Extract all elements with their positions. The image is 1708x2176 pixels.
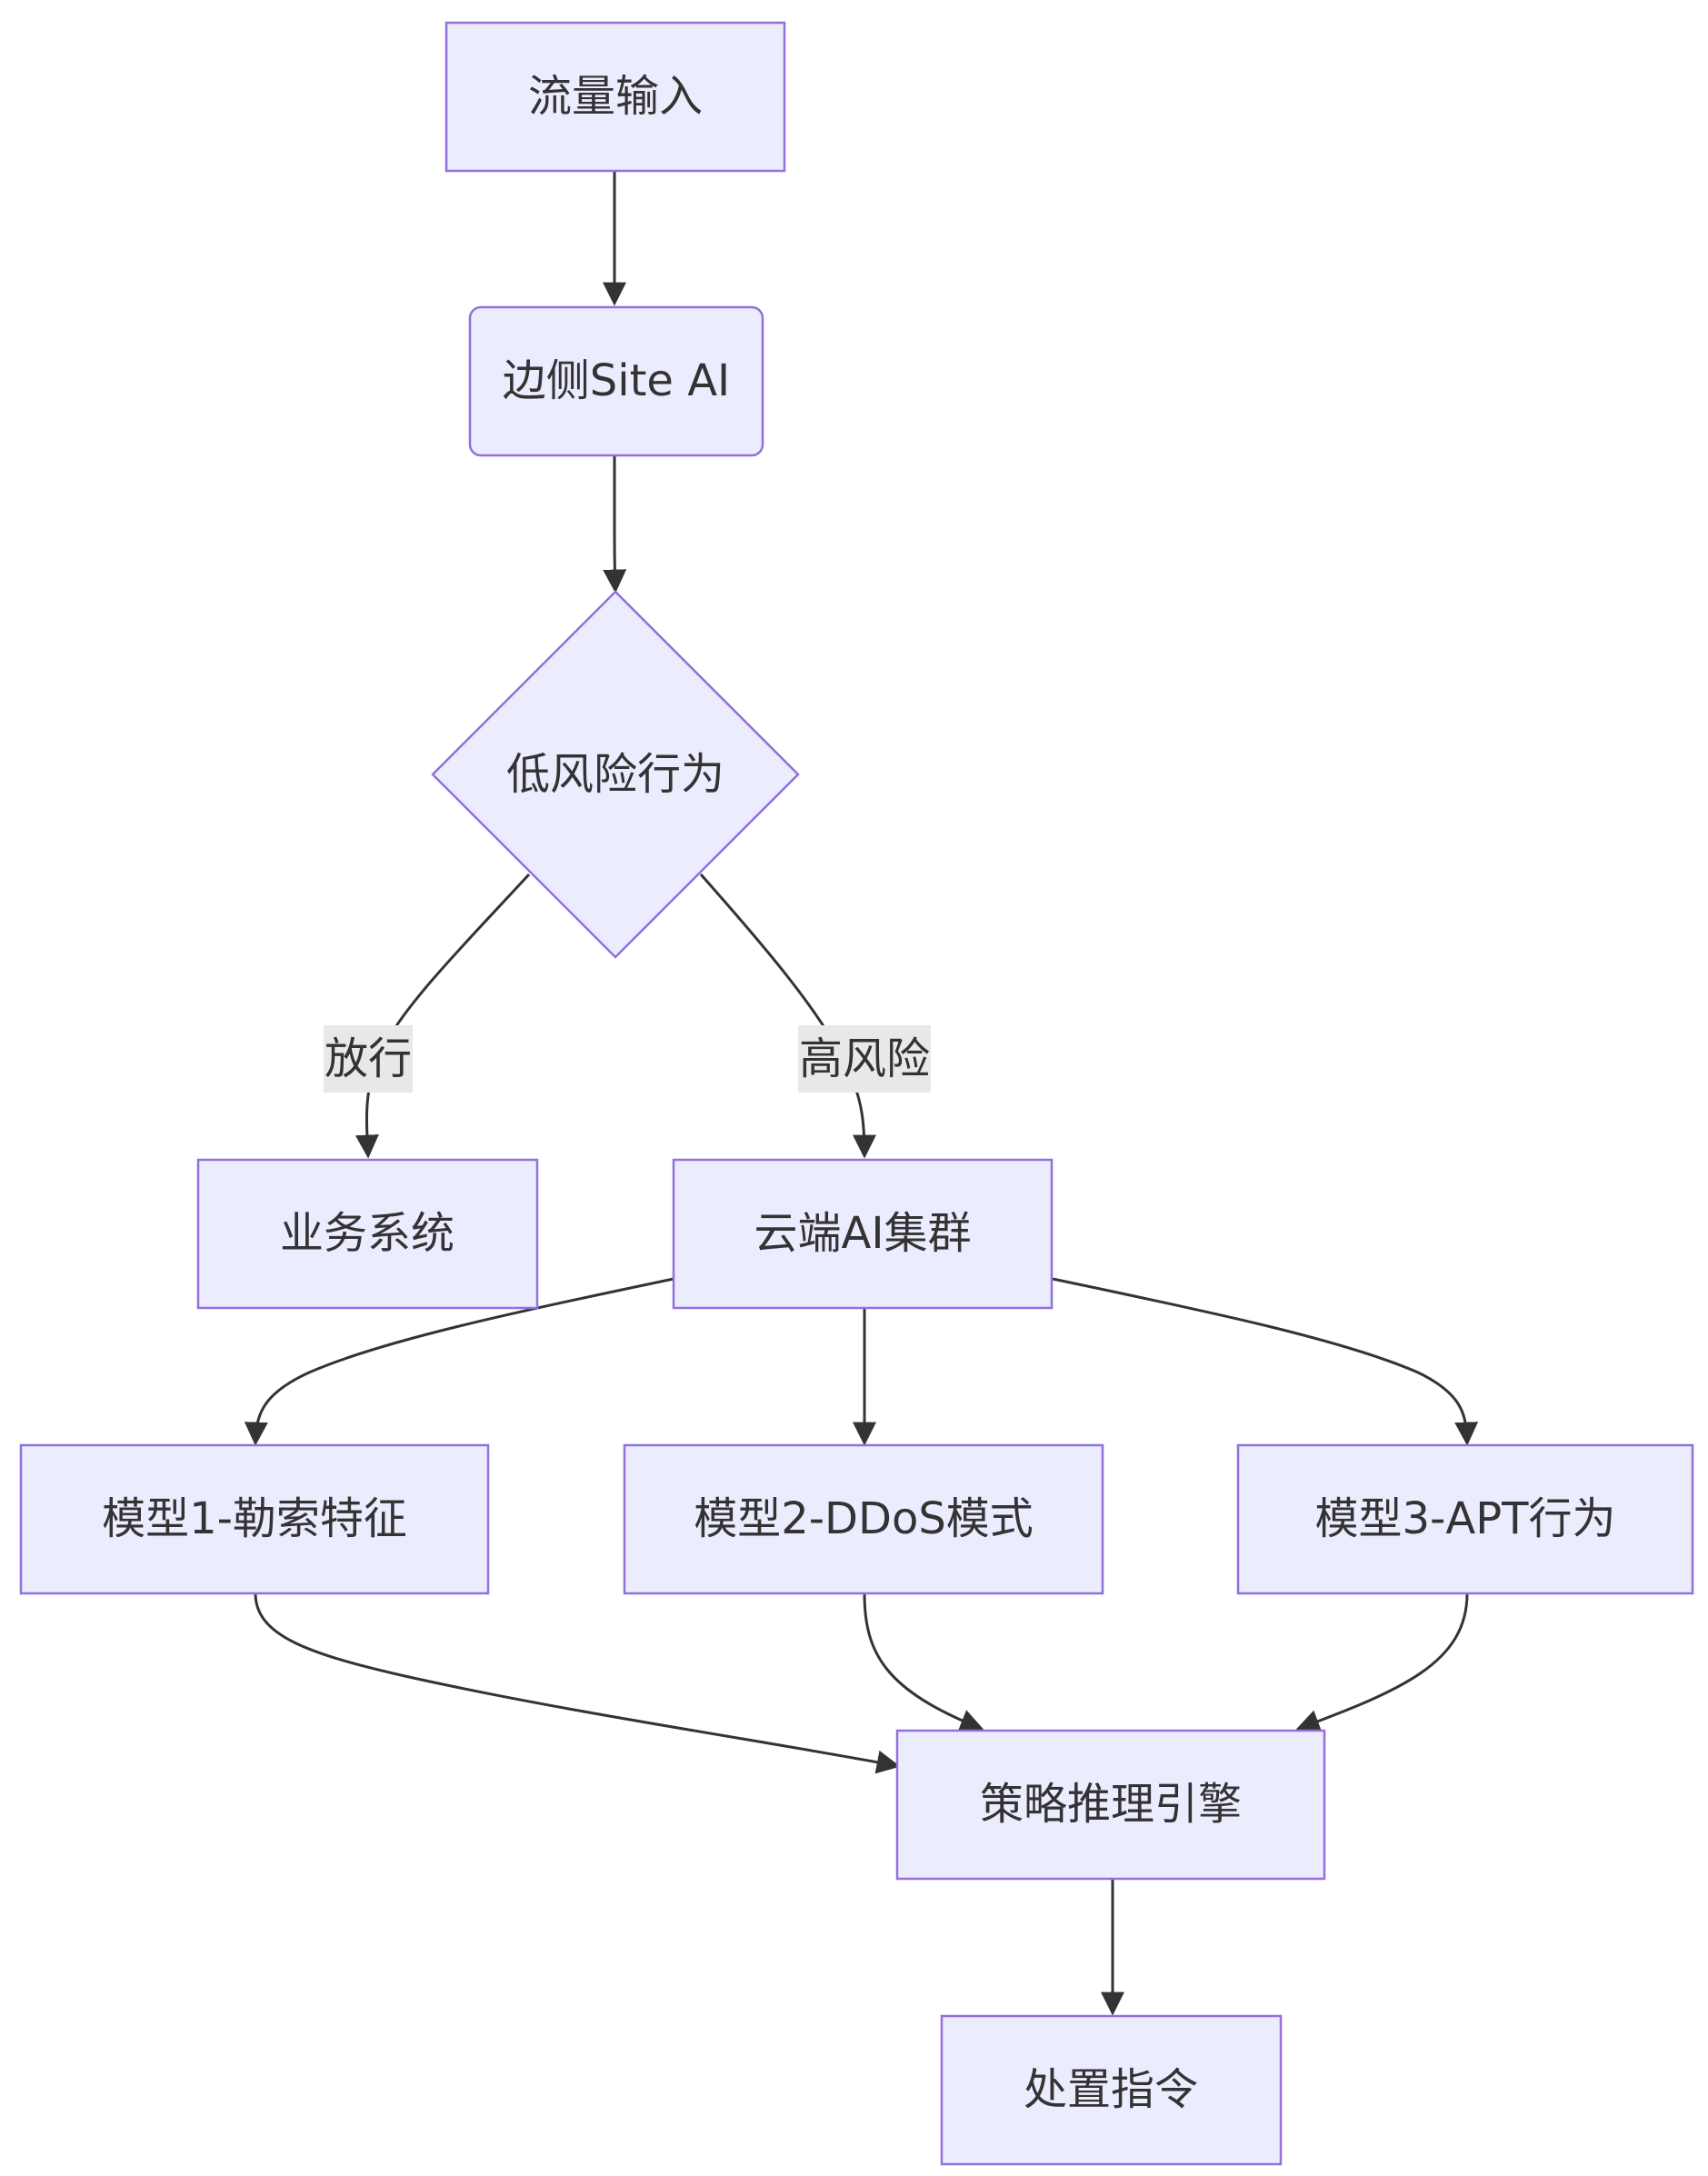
edge-model1-to-engine	[254, 1592, 901, 1774]
edge-label-high-risk: 高风险	[798, 1025, 931, 1093]
node-model1-label: 模型1-勒索特征	[102, 1493, 407, 1544]
node-low-risk-decision[interactable]: 低风险行为	[431, 590, 800, 959]
node-traffic-input[interactable]: 流量输入	[444, 21, 786, 173]
node-model2-ddos[interactable]: 模型2-DDoS模式	[623, 1443, 1104, 1595]
node-disposal-command-label: 处置指令	[1024, 2064, 1198, 2115]
edge-label-allow: 放行	[324, 1025, 413, 1093]
node-cloud-ai-cluster-label: 云端AI集群	[754, 1208, 972, 1259]
node-disposal-command[interactable]: 处置指令	[940, 2014, 1283, 2166]
node-business-system-label: 业务系统	[280, 1208, 454, 1259]
node-policy-reasoning-engine[interactable]: 策略推理引擎	[895, 1729, 1326, 1881]
edge-model3-to-engine	[1295, 1592, 1469, 1732]
edge-cloud-to-model1	[244, 1277, 674, 1446]
edge-edge-ai-to-decision	[603, 454, 627, 594]
node-edge-site-ai[interactable]: 边侧Site AI	[468, 305, 764, 457]
node-traffic-input-label: 流量输入	[528, 71, 703, 122]
node-policy-engine-label: 策略推理引擎	[980, 1779, 1242, 1830]
node-model3-label: 模型3-APT行为	[1315, 1493, 1616, 1544]
edge-model2-to-engine	[863, 1592, 984, 1732]
edge-decision-to-business	[355, 873, 531, 1159]
node-model1-ransomware[interactable]: 模型1-勒索特征	[19, 1443, 490, 1595]
node-model2-label: 模型2-DDoS模式	[694, 1493, 1034, 1544]
edges	[244, 171, 1479, 2016]
edge-cloud-to-model3	[1052, 1277, 1479, 1446]
node-low-risk-decision-label: 低风险行为	[506, 749, 724, 800]
node-model3-apt[interactable]: 模型3-APT行为	[1236, 1443, 1694, 1595]
edge-decision-to-cloud	[699, 873, 876, 1159]
node-edge-site-ai-label: 边侧Site AI	[503, 355, 730, 406]
node-cloud-ai-cluster[interactable]: 云端AI集群	[672, 1158, 1054, 1310]
edge-label-allow-text: 放行	[325, 1033, 412, 1084]
node-business-system[interactable]: 业务系统	[196, 1158, 539, 1310]
edge-label-high-risk-text: 高风险	[799, 1033, 930, 1084]
